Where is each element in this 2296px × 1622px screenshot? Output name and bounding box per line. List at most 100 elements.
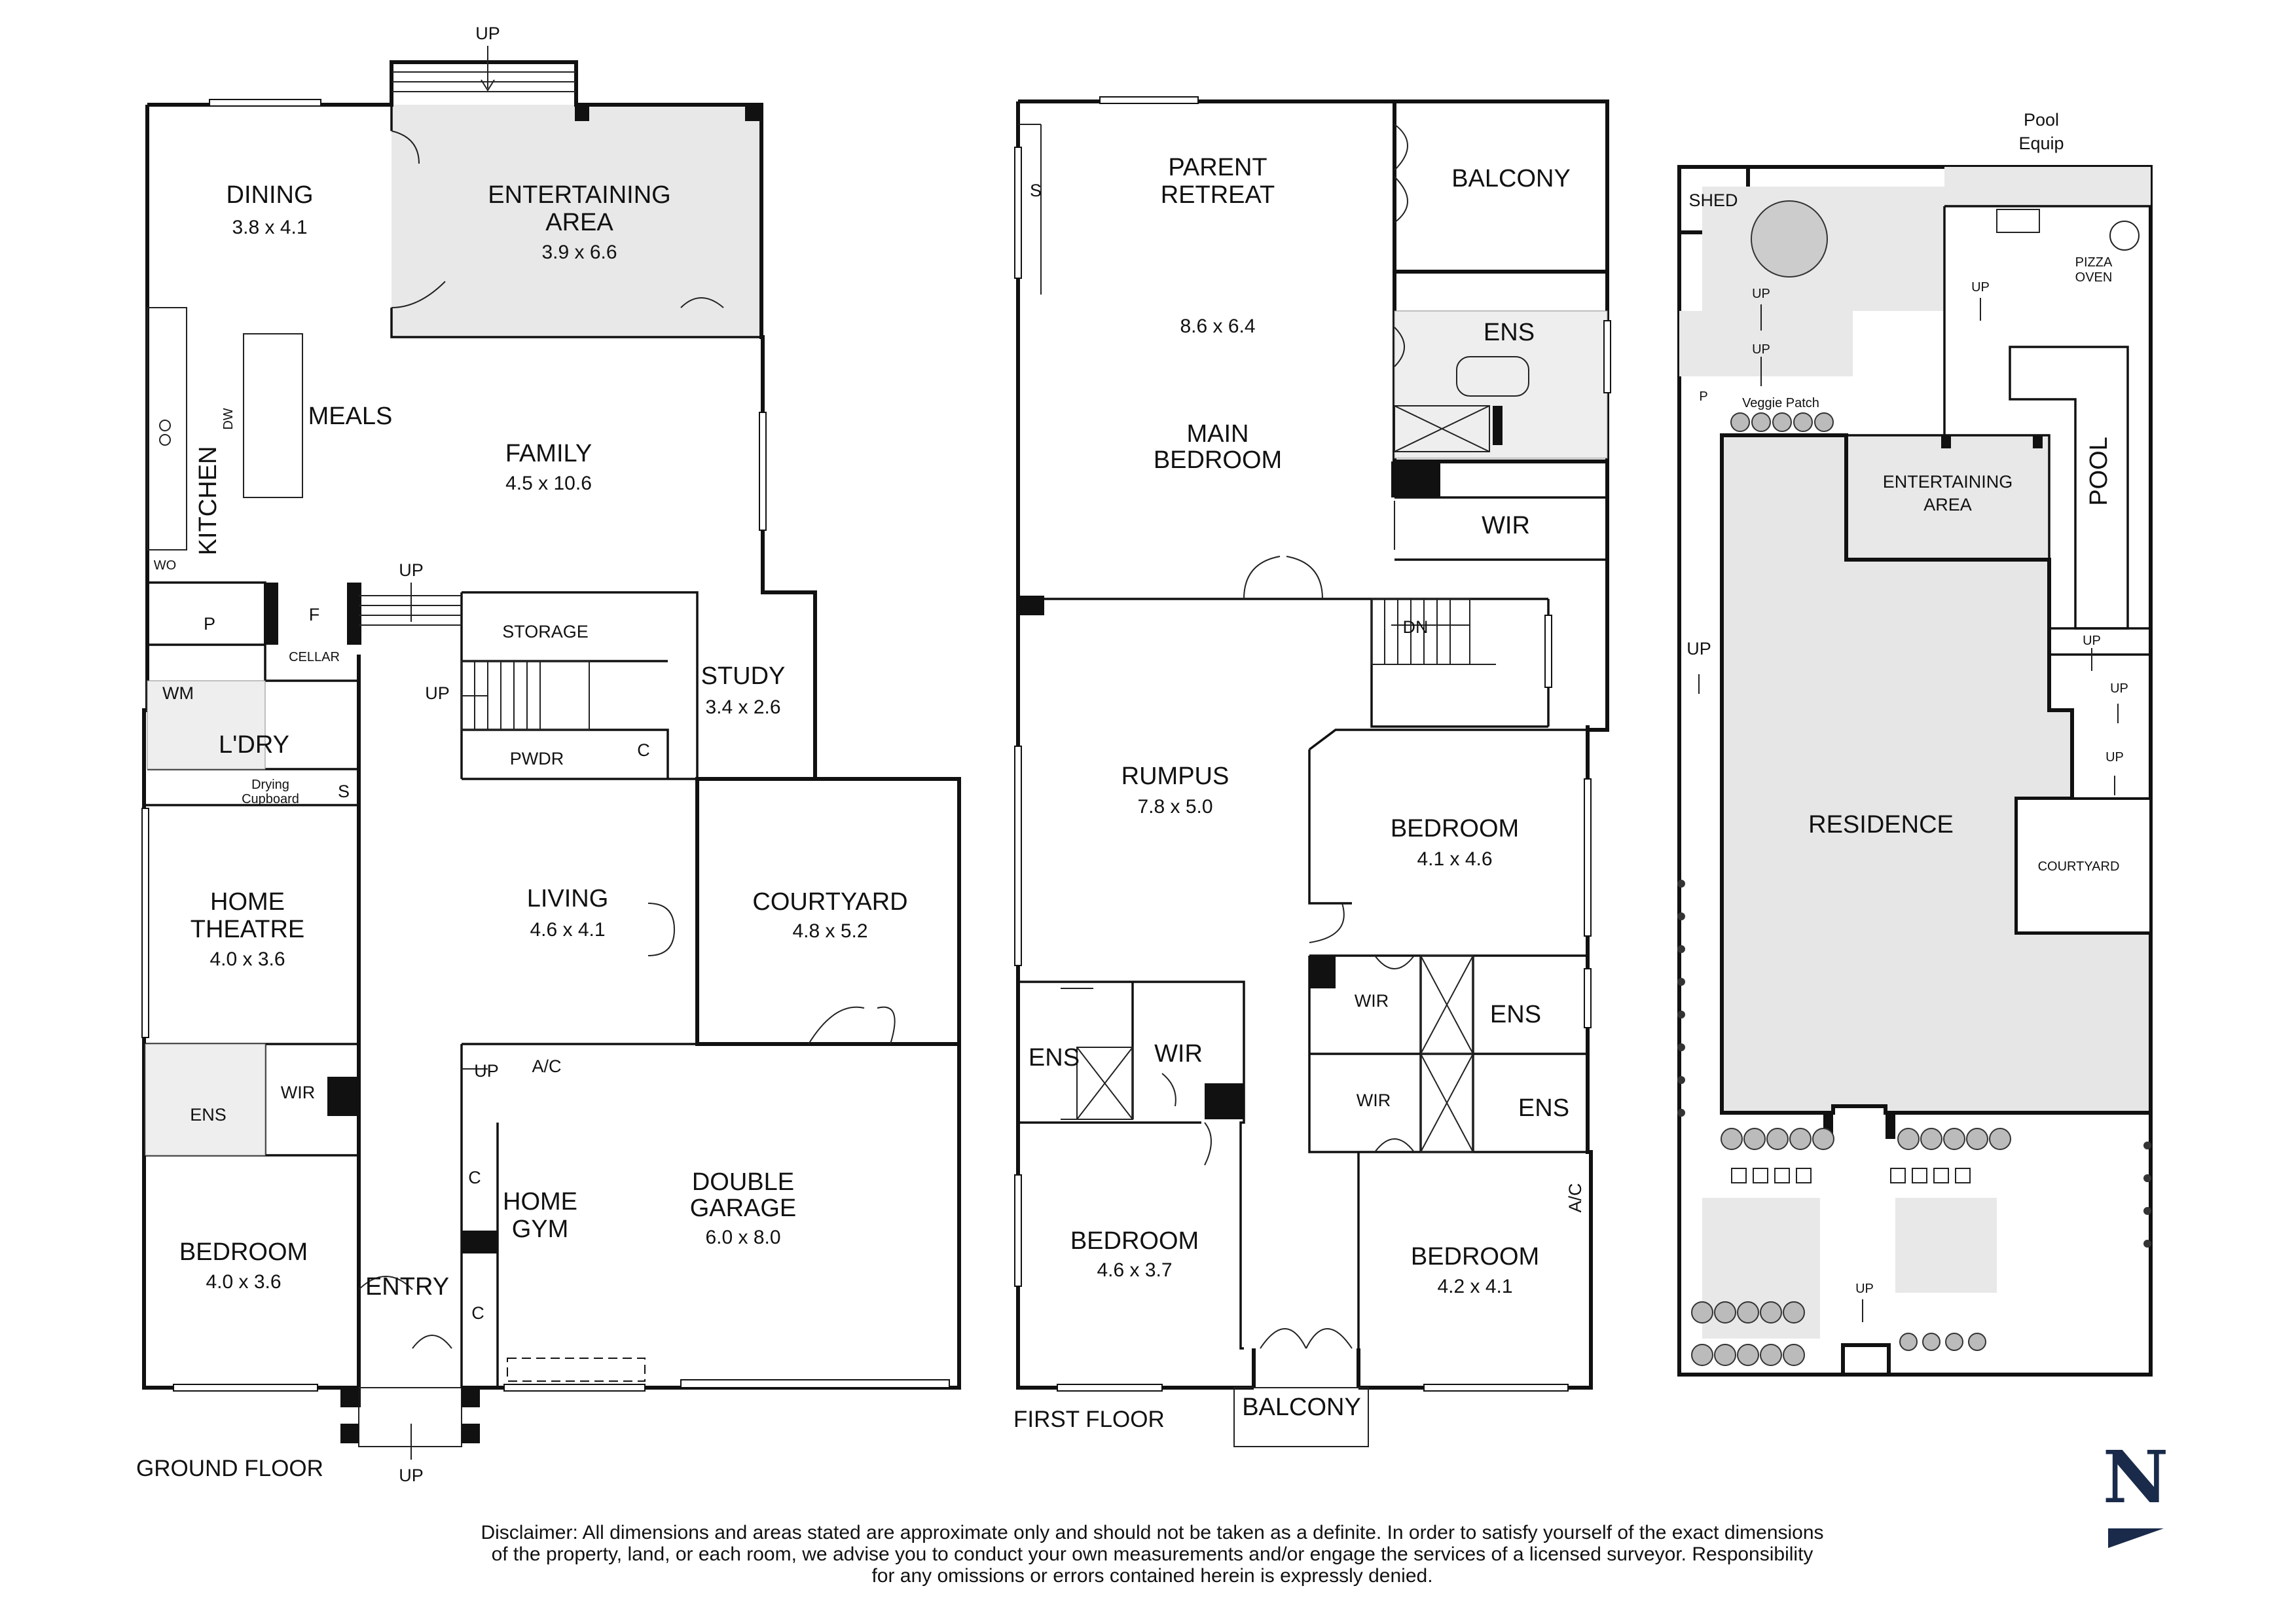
svg-text:BEDROOM: BEDROOM bbox=[1154, 446, 1282, 474]
site-label-courtyard: COURTYARD bbox=[2038, 859, 2120, 874]
svg-text:AREA: AREA bbox=[1923, 495, 1972, 514]
fixture-s-ground: S bbox=[338, 782, 350, 801]
room-name-bedroom-ground: BEDROOM bbox=[179, 1238, 308, 1266]
room-dims-double-garage: 6.0 x 8.0 bbox=[705, 1227, 780, 1248]
room-name-wir-east: WIR bbox=[1355, 991, 1389, 1011]
room-name-home-theatre: HOME THEATRE bbox=[191, 888, 305, 943]
room-dims-bedroom-west: 4.6 x 3.7 bbox=[1097, 1259, 1172, 1281]
svg-text:HOME: HOME bbox=[503, 1188, 577, 1216]
first-floor-label: FIRST FLOOR bbox=[1013, 1407, 1165, 1432]
room-name-wir-ground: WIR bbox=[281, 1083, 315, 1102]
fixture-dw: DW bbox=[221, 408, 236, 429]
site-label-veggie-patch: Veggie Patch bbox=[1742, 396, 1819, 410]
fixture-pantry: P bbox=[204, 614, 215, 634]
room-name-entertaining-area: ENTERTAINING AREA bbox=[488, 181, 670, 236]
site-up-8: UP bbox=[1855, 1282, 1874, 1296]
fixture-ac-ground: A/C bbox=[532, 1056, 561, 1076]
svg-text:DOUBLE: DOUBLE bbox=[692, 1168, 794, 1196]
fixture-s-first: S bbox=[1030, 181, 1042, 200]
svg-text:MAIN: MAIN bbox=[1187, 420, 1249, 448]
room-name-balcony-bottom: BALCONY bbox=[1242, 1394, 1361, 1421]
room-dims-family: 4.5 x 10.6 bbox=[505, 473, 592, 494]
site-label-pool-equip: Pool Equip bbox=[2018, 110, 2064, 153]
svg-text:OVEN: OVEN bbox=[2075, 270, 2113, 285]
room-name-family: FAMILY bbox=[505, 440, 592, 467]
room-name-bedroom-east: BEDROOM bbox=[1391, 815, 1519, 842]
room-name-entry: ENTRY bbox=[365, 1273, 449, 1301]
up-label-entry: UP bbox=[399, 1466, 424, 1485]
room-name-parent-retreat: PARENT RETREAT bbox=[1161, 154, 1275, 209]
up-label-family: UP bbox=[399, 560, 424, 580]
room-dims-bedroom-ground: 4.0 x 3.6 bbox=[206, 1271, 281, 1293]
svg-text:Pool: Pool bbox=[2024, 110, 2059, 130]
north-label: N bbox=[2103, 1435, 2169, 1519]
room-dims-courtyard: 4.8 x 5.2 bbox=[792, 920, 867, 942]
disclaimer-line-2: of the property, land, or each room, we … bbox=[491, 1543, 1813, 1565]
fixture-fridge: F bbox=[309, 605, 320, 624]
room-name-main-bedroom: MAIN BEDROOM bbox=[1154, 420, 1282, 474]
site-label-shed: SHED bbox=[1688, 190, 1738, 210]
site-label-residence: RESIDENCE bbox=[1808, 811, 1954, 838]
svg-text:PARENT: PARENT bbox=[1168, 154, 1267, 181]
ground-floor-plan bbox=[141, 46, 961, 1460]
svg-text:HOME: HOME bbox=[210, 888, 285, 916]
svg-text:Drying: Drying bbox=[251, 778, 289, 792]
site-up-4: UP bbox=[2083, 634, 2101, 648]
north-arrow bbox=[2108, 1528, 2164, 1548]
site-label-pizza-oven: PIZZA OVEN bbox=[2075, 255, 2113, 285]
site-up-7: UP bbox=[1686, 639, 1711, 658]
up-label-stairs: UP bbox=[425, 683, 450, 703]
room-name-courtyard: COURTYARD bbox=[752, 888, 907, 916]
svg-text:RETREAT: RETREAT bbox=[1161, 181, 1275, 209]
room-name-powder: PWDR bbox=[510, 749, 564, 768]
svg-text:Equip: Equip bbox=[2018, 134, 2064, 153]
up-label-deck: UP bbox=[475, 24, 500, 43]
fixture-wo: WO bbox=[154, 558, 176, 573]
room-name-ens-west: ENS bbox=[1029, 1044, 1080, 1072]
room-name-ens-south: ENS bbox=[1518, 1094, 1569, 1122]
room-name-rumpus: RUMPUS bbox=[1121, 763, 1230, 790]
site-plan bbox=[1677, 165, 2153, 1377]
site-up-1: UP bbox=[1752, 287, 1770, 301]
room-name-meals: MEALS bbox=[308, 403, 393, 430]
room-dims-bedroom-east: 4.1 x 4.6 bbox=[1417, 848, 1492, 870]
room-dims-home-theatre: 4.0 x 3.6 bbox=[210, 948, 285, 970]
room-dims-main-bedroom: 8.6 x 6.4 bbox=[1180, 315, 1255, 337]
room-name-wir-main: WIR bbox=[1482, 512, 1530, 539]
room-name-wir-west: WIR bbox=[1154, 1040, 1203, 1068]
svg-text:Cupboard: Cupboard bbox=[242, 792, 299, 806]
first-floor-plan bbox=[1014, 96, 1611, 1447]
room-name-double-garage: DOUBLE GARAGE bbox=[690, 1168, 797, 1222]
room-name-bedroom-south: BEDROOM bbox=[1411, 1243, 1539, 1271]
room-name-kitchen: KITCHEN bbox=[194, 446, 222, 556]
room-name-bedroom-west: BEDROOM bbox=[1070, 1227, 1199, 1255]
room-name-wir-south: WIR bbox=[1357, 1090, 1391, 1110]
site-up-5: UP bbox=[2110, 681, 2128, 696]
fixture-c-gym-1: C bbox=[468, 1168, 481, 1187]
ground-floor-label: GROUND FLOOR bbox=[136, 1456, 323, 1481]
fixture-dn: DN bbox=[1403, 617, 1429, 637]
disclaimer-line-3: for any omissions or errors contained he… bbox=[871, 1565, 1433, 1587]
fixture-cellar: CELLAR bbox=[289, 650, 340, 664]
svg-text:ENTERTAINING: ENTERTAINING bbox=[488, 181, 670, 209]
disclaimer-line-1: Disclaimer: All dimensions and areas sta… bbox=[481, 1522, 1824, 1543]
up-label-garage: UP bbox=[474, 1061, 499, 1081]
room-dims-bedroom-south: 4.2 x 4.1 bbox=[1437, 1276, 1512, 1297]
svg-text:PIZZA: PIZZA bbox=[2075, 255, 2113, 270]
svg-text:GARAGE: GARAGE bbox=[690, 1195, 797, 1222]
svg-text:ENTERTAINING: ENTERTAINING bbox=[1883, 472, 2013, 492]
site-up-2: UP bbox=[1752, 342, 1770, 357]
fixture-c-pwdr: C bbox=[637, 740, 650, 760]
fixture-ac-first: A/C bbox=[1565, 1183, 1585, 1212]
room-dims-study: 3.4 x 2.6 bbox=[705, 696, 780, 718]
room-dims-entertaining: 3.9 x 6.6 bbox=[541, 242, 617, 263]
room-name-ens-ground: ENS bbox=[190, 1105, 227, 1125]
fixture-wm: WM bbox=[162, 683, 194, 703]
disclaimer: Disclaimer: All dimensions and areas sta… bbox=[367, 1522, 1938, 1587]
room-name-study: STUDY bbox=[701, 662, 786, 690]
svg-text:AREA: AREA bbox=[545, 209, 613, 236]
room-name-storage: STORAGE bbox=[502, 622, 589, 641]
room-name-ens-main: ENS bbox=[1484, 319, 1535, 346]
room-dims-rumpus: 7.8 x 5.0 bbox=[1137, 796, 1212, 818]
